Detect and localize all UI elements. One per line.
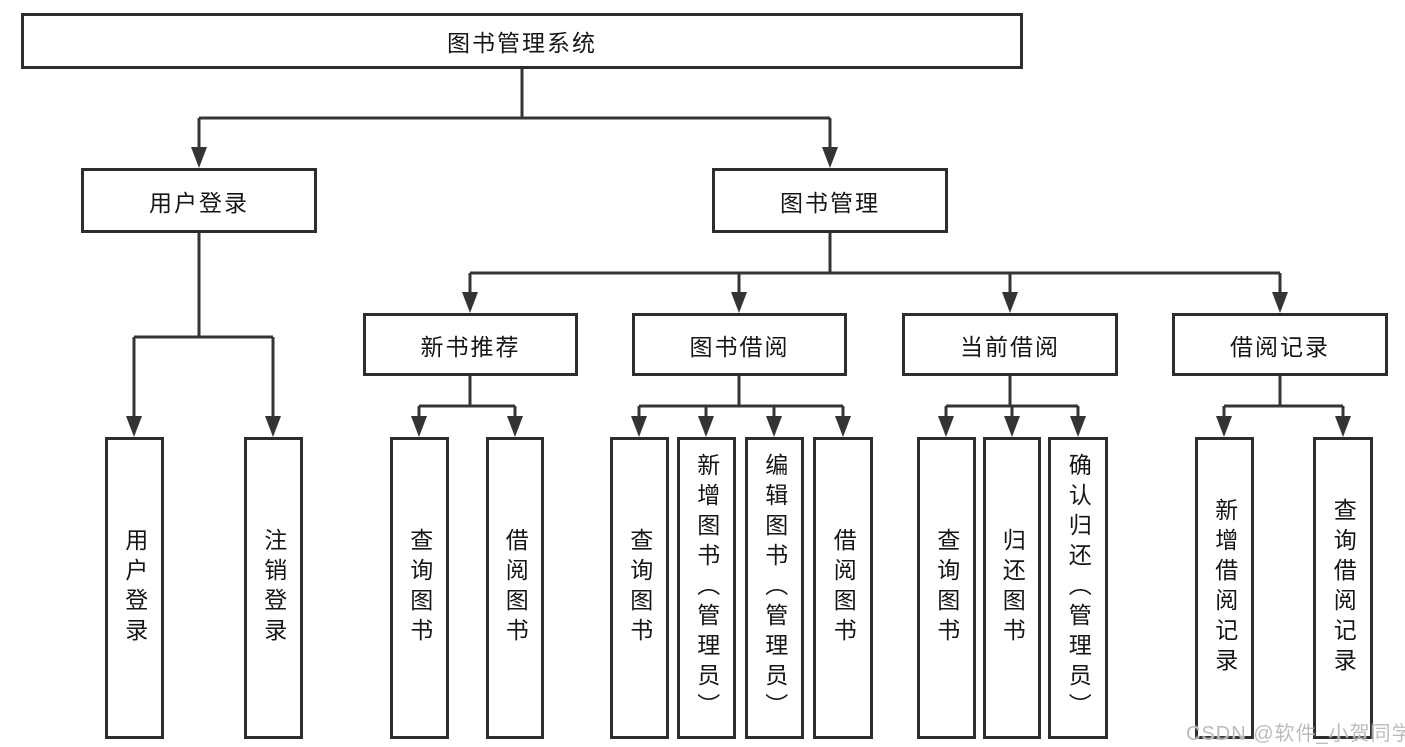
node-borrow-records: 借阅记录 <box>1172 313 1388 376</box>
leaf-edit-book-admin-label: 编辑图书（管理员） <box>761 453 788 723</box>
leaf-add-book-admin: 新增图书（管理员） <box>677 437 736 739</box>
leaf-borrow-book-newrec-label: 借阅图书 <box>502 528 529 648</box>
node-current-borrowing: 当前借阅 <box>902 313 1118 376</box>
leaf-add-book-admin-label: 新增图书（管理员） <box>693 453 720 723</box>
leaf-query-book-current: 查询图书 <box>917 437 976 739</box>
node-borrow-records-label: 借阅记录 <box>1230 333 1330 360</box>
csdn-watermark: CSDN @软件_小贺同学 <box>1186 723 1405 745</box>
node-current-borrowing-label: 当前借阅 <box>960 333 1060 360</box>
node-book-borrowing-label: 图书借阅 <box>689 333 790 360</box>
leaf-user-login: 用户登录 <box>105 437 164 739</box>
leaf-borrow-book-borrowing-label: 借阅图书 <box>830 528 857 648</box>
node-book-management-label: 图书管理 <box>780 189 880 216</box>
leaf-return-book: 归还图书 <box>983 437 1041 739</box>
leaf-logout-label: 注销登录 <box>260 528 287 648</box>
leaf-logout: 注销登录 <box>244 437 303 739</box>
node-user-login: 用户登录 <box>81 168 317 233</box>
node-book-borrowing: 图书借阅 <box>632 313 847 376</box>
node-new-book-recommend-label: 新书推荐 <box>420 333 521 360</box>
leaf-borrow-book-newrec: 借阅图书 <box>486 437 544 739</box>
leaf-query-book-borrowing: 查询图书 <box>610 437 669 739</box>
leaf-query-borrow-record: 查询借阅记录 <box>1313 437 1373 739</box>
leaf-add-borrow-record-label: 新增借阅记录 <box>1211 498 1238 678</box>
leaf-user-login-label: 用户登录 <box>121 528 148 648</box>
node-new-book-recommend: 新书推荐 <box>363 313 578 376</box>
leaf-query-borrow-record-label: 查询借阅记录 <box>1330 498 1357 678</box>
leaf-query-book-newrec-label: 查询图书 <box>406 528 433 648</box>
leaf-borrow-book-borrowing: 借阅图书 <box>813 437 873 739</box>
leaf-query-book-newrec: 查询图书 <box>390 437 449 739</box>
node-root-label: 图书管理系统 <box>447 30 597 56</box>
leaf-return-book-label: 归还图书 <box>999 528 1026 648</box>
leaf-edit-book-admin: 编辑图书（管理员） <box>745 437 804 739</box>
node-root: 图书管理系统 <box>21 13 1023 69</box>
leaf-add-borrow-record: 新增借阅记录 <box>1195 437 1254 739</box>
node-user-login-label: 用户登录 <box>149 189 249 216</box>
leaf-confirm-return-admin-label: 确认归还（管理员） <box>1065 453 1092 723</box>
node-book-management: 图书管理 <box>712 168 948 233</box>
leaf-confirm-return-admin: 确认归还（管理员） <box>1048 437 1108 739</box>
leaf-query-book-borrowing-label: 查询图书 <box>626 528 653 648</box>
leaf-query-book-current-label: 查询图书 <box>933 528 960 648</box>
